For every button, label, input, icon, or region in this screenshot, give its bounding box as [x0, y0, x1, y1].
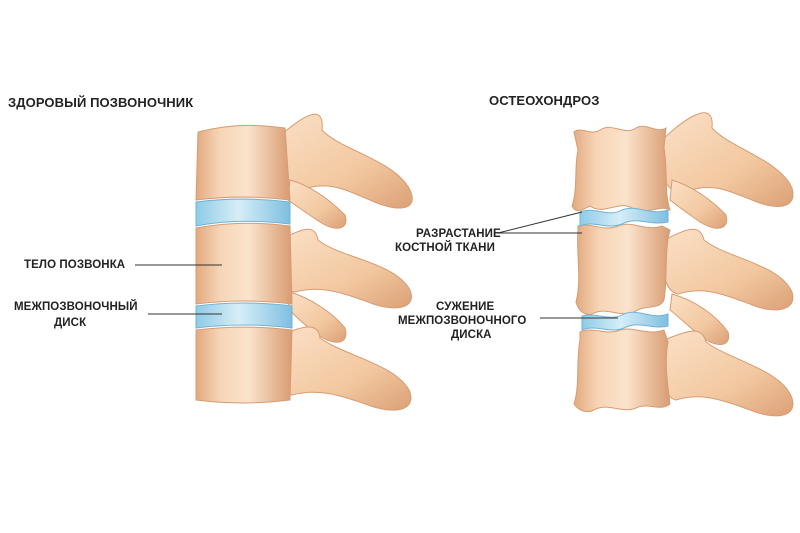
disc-upper-narrowed: [579, 207, 669, 227]
healthy-spine: [135, 113, 413, 411]
process-lower: [279, 326, 412, 411]
vertebra-1-osteophytes: [571, 125, 671, 212]
osteochondrosis-leader-lines: [497, 211, 618, 319]
degenerated-spinous-processes: [661, 112, 794, 417]
vertebra-3-osteophytes: [573, 328, 671, 413]
label-narrowing-line3: ДИСКА: [451, 329, 492, 341]
spinous-processes: [274, 113, 413, 411]
vertebra-2-osteophytes: [575, 223, 671, 315]
narrowed-discs: [579, 207, 669, 331]
label-narrowing-line1: СУЖЕНИЕ: [436, 301, 495, 313]
vertebra-3: [195, 326, 293, 404]
process-middle-small: [287, 291, 347, 343]
process-middle-small-degenerated: [669, 293, 730, 345]
degenerated-vertebrae: [571, 125, 671, 413]
vertebra-2: [195, 222, 293, 305]
osteochondrosis-spine: [497, 112, 794, 417]
disc-upper: [195, 198, 291, 227]
disc-lower-narrowed: [581, 311, 669, 331]
leader-growth-upper: [497, 211, 583, 234]
vertebrae: [195, 124, 293, 404]
process-lower-degenerated: [663, 330, 794, 417]
label-growth-line1: РАЗРАСТАНИЕ: [416, 228, 501, 240]
label-disc-line1: МЕЖПОЗВОНОЧНЫЙ: [14, 301, 138, 313]
disc-lower: [195, 302, 293, 329]
label-vertebral-body: ТЕЛО ПОЗВОНКА: [24, 259, 126, 271]
intervertebral-discs: [195, 198, 293, 329]
process-middle: [279, 228, 412, 309]
label-disc-line2: ДИСК: [54, 317, 87, 329]
process-upper-small: [287, 179, 347, 229]
label-growth-line2: КОСТНОЙ ТКАНИ: [395, 242, 495, 254]
healthy-spine-title: ЗДОРОВЫЙ ПОЗВОНОЧНИК: [8, 95, 194, 110]
process-middle-degenerated: [663, 228, 794, 311]
process-upper-small-degenerated: [669, 179, 728, 229]
osteochondrosis-title: ОСТЕОХОНДРОЗ: [489, 93, 600, 108]
vertebra-1: [195, 124, 291, 201]
label-narrowing-line2: МЕЖПОЗВОНОЧНОГО: [398, 315, 527, 327]
healthy-leader-lines: [135, 264, 222, 315]
